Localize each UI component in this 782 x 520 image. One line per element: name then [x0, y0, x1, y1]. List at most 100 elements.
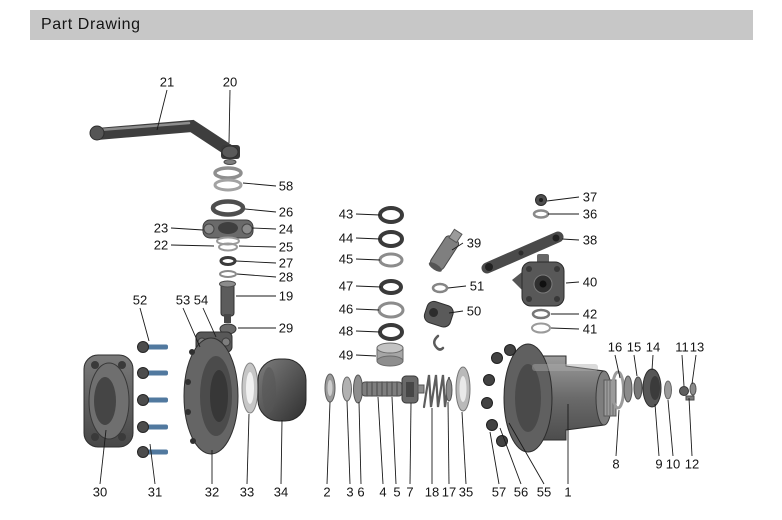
callout-6: 6	[357, 485, 364, 500]
part-end-small-parts	[611, 368, 697, 410]
part-body-flange	[183, 331, 239, 455]
part-flange-bolts	[137, 341, 168, 458]
part-small-rings	[218, 242, 238, 278]
callout-54: 54	[194, 293, 208, 308]
callout-43: 43	[339, 207, 353, 222]
callout-1: 1	[564, 485, 571, 500]
callout-3: 3	[346, 485, 353, 500]
leader-line-23	[170, 227, 204, 231]
part-stop-plate	[512, 254, 565, 307]
leader-line-58	[242, 182, 277, 187]
leader-line-56	[499, 427, 522, 485]
callout-30: 30	[93, 485, 107, 500]
leader-line-51	[447, 285, 467, 289]
leader-line-14	[651, 354, 654, 371]
part-body-bolts	[481, 344, 516, 447]
callout-8: 8	[612, 457, 619, 472]
callout-10: 10	[666, 457, 680, 472]
callout-19: 19	[279, 289, 293, 304]
leader-line-39	[451, 242, 464, 251]
callout-32: 32	[205, 485, 219, 500]
leader-line-10	[667, 399, 674, 457]
callout-25: 25	[279, 240, 293, 255]
leader-line-46	[355, 308, 380, 311]
callout-29: 29	[279, 321, 293, 336]
callout-41: 41	[583, 322, 597, 337]
leader-line-20	[228, 89, 231, 144]
part-gland-ring	[431, 282, 449, 294]
callout-34: 34	[274, 485, 288, 500]
callout-2: 2	[323, 485, 330, 500]
leader-line-26	[244, 208, 277, 213]
part-seat-washer-right	[455, 366, 471, 412]
leader-line-4	[377, 396, 384, 485]
leader-line-48	[355, 330, 381, 333]
callout-35: 35	[459, 485, 473, 500]
callout-18: 18	[425, 485, 439, 500]
leader-line-8	[615, 409, 620, 457]
leader-line-27	[235, 260, 277, 264]
leader-line-41	[550, 327, 580, 330]
leader-line-28	[236, 273, 277, 278]
leader-line-6	[358, 401, 362, 485]
callout-40: 40	[583, 275, 597, 290]
leader-line-9	[654, 403, 660, 457]
leader-line-2	[326, 401, 331, 485]
leader-line-45	[355, 258, 381, 261]
callout-45: 45	[339, 252, 353, 267]
leader-line-55	[508, 422, 545, 485]
callout-55: 55	[537, 485, 551, 500]
leader-line-31	[149, 443, 156, 485]
leader-line-57	[489, 431, 500, 485]
callout-15: 15	[627, 340, 641, 355]
leader-line-50	[448, 310, 464, 314]
leader-line-13	[691, 354, 697, 385]
callout-46: 46	[339, 302, 353, 317]
part-lock-nut	[532, 194, 550, 219]
leader-line-16	[614, 354, 621, 379]
callout-13: 13	[690, 340, 704, 355]
leader-line-25	[238, 245, 277, 248]
callout-16: 16	[608, 340, 622, 355]
leader-line-44	[355, 237, 381, 240]
leader-line-5	[391, 396, 397, 485]
callout-24: 24	[279, 222, 293, 237]
part-handle	[89, 119, 240, 159]
callout-9: 9	[655, 457, 662, 472]
callout-53: 53	[176, 293, 190, 308]
leader-line-35	[461, 411, 467, 485]
callout-28: 28	[279, 270, 293, 285]
part-hook-clip	[433, 334, 445, 351]
leader-line-21	[156, 89, 168, 131]
leader-line-17	[447, 401, 450, 485]
callout-48: 48	[339, 324, 353, 339]
callout-22: 22	[154, 238, 168, 253]
callout-56: 56	[514, 485, 528, 500]
leader-line-53	[182, 307, 201, 348]
leader-line-15	[633, 354, 638, 377]
callout-58: 58	[279, 179, 293, 194]
callout-52: 52	[133, 293, 147, 308]
callout-36: 36	[583, 207, 597, 222]
leader-line-47	[355, 285, 382, 288]
part-thrust-ring	[324, 373, 336, 403]
leader-line-33	[246, 413, 250, 485]
leader-line-52	[139, 307, 150, 342]
leader-line-12	[688, 397, 693, 457]
part-gland	[428, 228, 463, 272]
leader-line-3	[346, 400, 351, 485]
callout-14: 14	[646, 340, 660, 355]
part-mount-bracket	[202, 219, 254, 246]
callout-37: 37	[583, 190, 597, 205]
callout-38: 38	[583, 233, 597, 248]
callout-57: 57	[492, 485, 506, 500]
callout-42: 42	[583, 307, 597, 322]
part-stem	[219, 280, 236, 323]
leader-line-30	[99, 429, 107, 485]
part-seat-washer-left	[241, 362, 259, 414]
callout-11: 11	[675, 340, 689, 355]
leader-line-24	[251, 227, 277, 230]
callout-44: 44	[339, 231, 353, 246]
callout-33: 33	[240, 485, 254, 500]
